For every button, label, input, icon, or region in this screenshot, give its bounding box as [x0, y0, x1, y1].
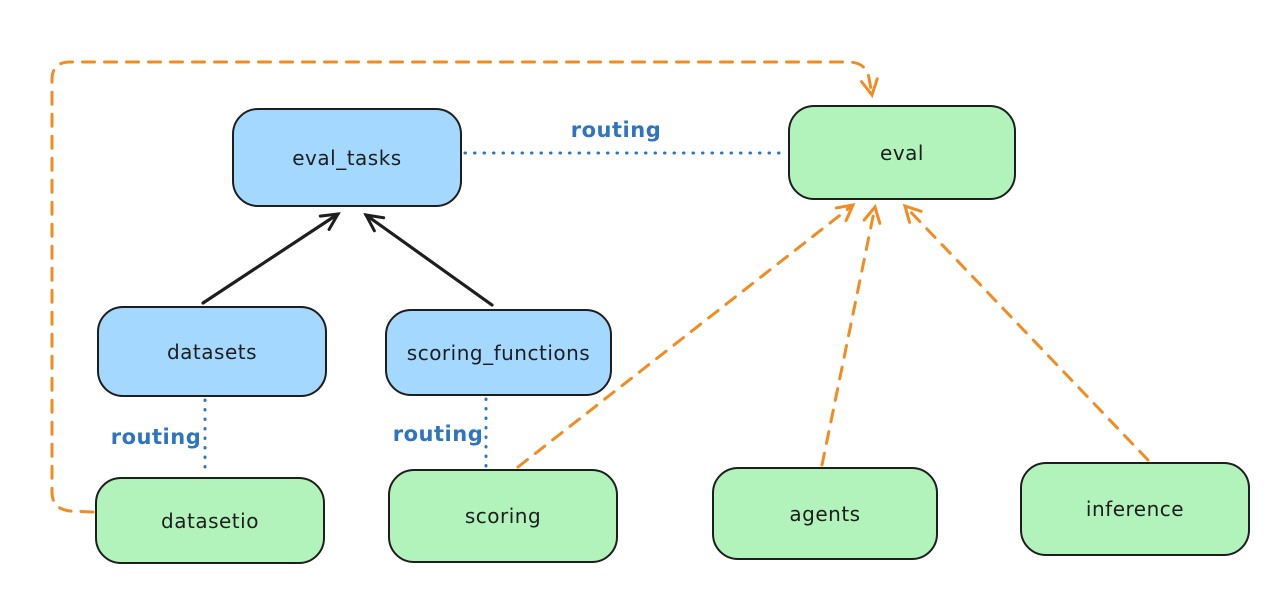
node-datasets: datasets [97, 306, 327, 397]
edge-scoring-to-eval [516, 203, 856, 469]
node-datasetio-label: datasetio [161, 508, 259, 533]
node-datasetio: datasetio [95, 477, 325, 564]
node-scoring-functions-label: scoring_functions [406, 340, 591, 365]
edge-agents-to-eval [820, 203, 882, 467]
edge-inference-to-eval [902, 203, 1150, 462]
edge-datasets-to-eval-tasks [201, 212, 341, 305]
node-inference-label: inference [1085, 497, 1185, 521]
edge-scoring-functions-to-eval-tasks [363, 213, 494, 307]
node-inference: inference [1020, 462, 1250, 556]
edge-label-routing-scoring: routing [392, 422, 484, 446]
edge-datasetio-to-eval [50, 60, 879, 514]
edge-label-routing-datasetio: routing [110, 425, 202, 449]
edge-label-routing-eval: routing [570, 118, 662, 142]
node-eval-tasks: eval_tasks [232, 108, 462, 207]
node-scoring-label: scoring [464, 504, 542, 528]
node-agents: agents [712, 467, 938, 560]
node-eval-tasks-label: eval_tasks [292, 145, 402, 170]
node-eval: eval [788, 105, 1016, 200]
node-datasets-label: datasets [166, 339, 258, 364]
node-agents-label: agents [789, 501, 861, 526]
node-eval-label: eval [880, 140, 924, 165]
node-scoring: scoring [388, 469, 618, 563]
node-scoring-functions: scoring_functions [385, 309, 612, 396]
